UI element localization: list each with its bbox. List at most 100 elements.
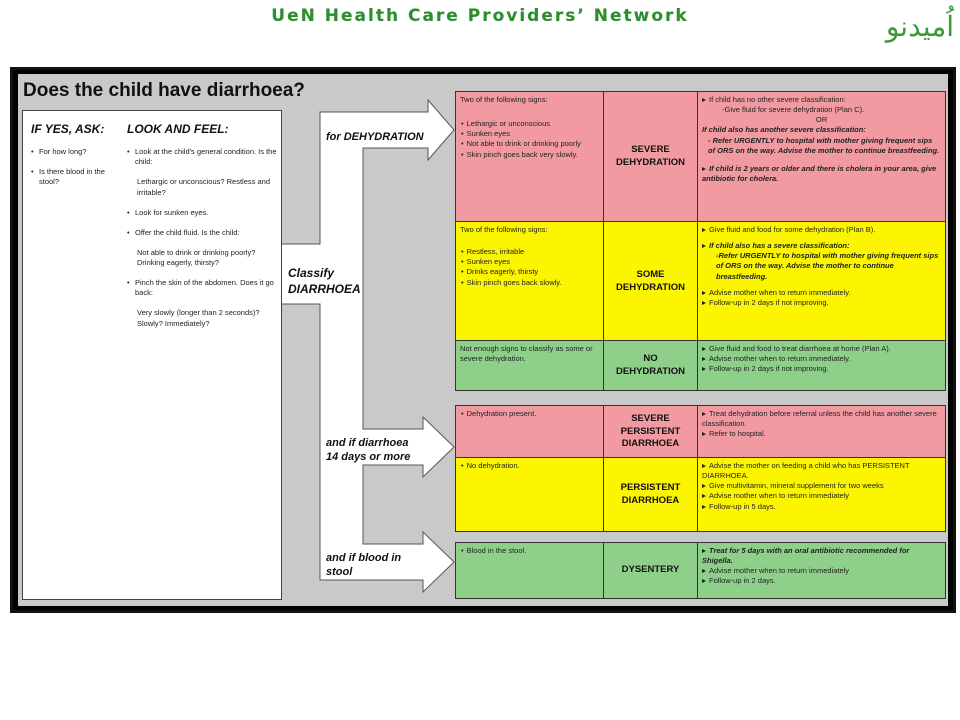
look-item-text: Offer the child fluid. Is the child: — [135, 227, 240, 237]
bullet-arrow-icon — [702, 484, 706, 489]
treatment-text: Give fluid and food for some dehydration… — [709, 225, 876, 234]
sign-item: Restless, irritable — [467, 247, 599, 257]
treatment-text: Give multivitamin, mineral supplement fo… — [709, 481, 884, 491]
treatment-text: Advise mother when to return immediately — [709, 491, 850, 501]
classify-spine — [279, 98, 455, 594]
look-sub: Lethargic or unconscious? Restless and i… — [137, 177, 270, 197]
bullet-arrow-icon — [702, 579, 706, 584]
row-severe-persistent-diarrhoea: Dehydration present. SEVERE PERSISTENT D… — [455, 405, 946, 459]
look-item-text: Look at the child's general condition. I… — [135, 147, 277, 167]
treatment-text: Follow-up in 2 days. — [709, 576, 776, 586]
treatment-cell: Treat for 5 days with an oral antibiotic… — [698, 543, 945, 598]
treatment-cell: Advise the mother on feeding a child who… — [698, 458, 945, 531]
classification-cell: PERSISTENT DIARRHOEA — [604, 458, 698, 531]
classification-cell: SOME DEHYDRATION — [604, 222, 698, 341]
classification-cell: SEVERE PERSISTENT DIARRHOEA — [604, 406, 698, 458]
signs-cell: Two of the following signs: Restless, ir… — [456, 222, 604, 341]
sign-item: No dehydration. — [467, 461, 599, 471]
look-item: Look at the child's general condition. I… — [127, 147, 277, 167]
look-item: Look for sunken eyes. — [127, 207, 277, 218]
signs-cell: Not enough signs to classify as some or … — [456, 341, 604, 390]
bullet-arrow-icon — [702, 569, 706, 574]
ask-column: IF YES, ASK: For how long? Is there bloo… — [31, 121, 115, 198]
bullet-arrow-icon — [702, 464, 706, 468]
treatment-text: If child also has another severe classif… — [702, 125, 866, 135]
treatment-text: Treat for 5 days with an oral antibiotic… — [702, 546, 910, 566]
row-severe-dehydration: Two of the following signs: Lethargic or… — [455, 91, 946, 223]
chart-panel: Does the child have diarrhoea? for DEHYD… — [18, 74, 948, 606]
bullet-arrow-icon — [702, 494, 706, 499]
look-item: Offer the child fluid. Is the child: — [127, 227, 277, 238]
flow-arrows — [279, 98, 455, 594]
bullet-arrow-icon — [702, 98, 706, 102]
look-sub: Very slowly (longer than 2 seconds)? Slo… — [137, 308, 260, 328]
bullet-arrow-icon — [702, 357, 706, 362]
treatment-text: Give fluid and food to treat diarrhoea a… — [709, 344, 891, 353]
look-item-text: Pinch the skin of the abdomen. Does it g… — [135, 278, 274, 298]
treatment-text: If child is 2 years or older and there i… — [702, 163, 937, 183]
sign-item: Drinks eagerly, thirsty — [467, 267, 599, 277]
sign-item: Not able to drink or drinking poorly — [467, 139, 599, 149]
ask-item: Is there blood in the stool? — [31, 167, 115, 187]
treatment-cell: If child has no other severe classificat… — [698, 92, 945, 222]
ask-heading: IF YES, ASK: — [31, 122, 105, 136]
treatment-text: Advise mother when to return immediately… — [709, 354, 851, 364]
label-for-dehydration: for DEHYDRATION — [326, 131, 424, 143]
classification-cell: DYSENTERY — [604, 543, 698, 598]
bullet-arrow-icon — [702, 549, 706, 553]
chart-title: Does the child have diarrhoea? — [23, 80, 305, 101]
look-item-text: Look for sunken eyes. — [135, 207, 209, 217]
treatment-text: If child has no other severe classificat… — [709, 95, 846, 104]
treatment-text: Refer to hospital. — [709, 429, 766, 439]
treatment-text: If child also has a severe classificatio… — [709, 241, 850, 251]
ask-look-box: IF YES, ASK: For how long? Is there bloo… — [22, 110, 282, 600]
treatment-text: -Give fluid for severe dehydration (Plan… — [722, 105, 865, 115]
bullet-arrow-icon — [702, 432, 706, 437]
treatment-text: OR — [815, 115, 828, 125]
label-blood-in-stool: and if blood in stool — [326, 552, 402, 579]
treatment-text: Follow-up in 2 days if not improving. — [709, 297, 829, 307]
row-no-dehydration: Not enough signs to classify as some or … — [455, 340, 946, 391]
treatment-cell: Give fluid and food to treat diarrhoea a… — [698, 341, 945, 390]
row-some-dehydration: Two of the following signs: Restless, ir… — [455, 221, 946, 342]
bullet-arrow-icon — [702, 290, 706, 295]
bullet-arrow-icon — [702, 504, 706, 509]
bullet-arrow-icon — [702, 412, 706, 416]
treatment-text: - Refer URGENTLY to hospital with mother… — [708, 135, 940, 155]
sign-item: Sunken eyes — [467, 257, 599, 267]
label-classify-diarrhoea: Classify DIARRHOEA — [288, 266, 361, 296]
treatment-text: Follow-up in 5 days. — [709, 501, 776, 511]
classification-cell: SEVERE DEHYDRATION — [604, 92, 698, 222]
bullet-arrow-icon — [702, 367, 706, 372]
treatment-cell: Treat dehydration before referral unless… — [698, 406, 945, 458]
sign-item: Lethargic or unconscious — [467, 119, 599, 129]
label-diarrhoea-14-days: and if diarrhoea 14 days or more — [326, 437, 411, 464]
signs-intro: Two of the following signs: — [460, 95, 548, 104]
bullet-arrow-icon — [702, 347, 706, 351]
bullet-arrow-icon — [702, 300, 706, 305]
ask-item: For how long? — [31, 147, 115, 157]
look-item: Pinch the skin of the abdomen. Does it g… — [127, 278, 277, 298]
sign-item: Sunken eyes — [467, 129, 599, 139]
sign-item: Skin pinch goes back very slowly. — [467, 150, 599, 160]
treatment-text: Advise the mother on feeding a child who… — [702, 461, 910, 481]
classification-cell: NO DEHYDRATION — [604, 341, 698, 390]
signs-cell: Two of the following signs: Lethargic or… — [456, 92, 604, 222]
signs-cell: Blood in the stool. — [456, 543, 604, 598]
treatment-cell: Give fluid and food for some dehydration… — [698, 222, 945, 341]
look-column: LOOK AND FEEL: Look at the child's gener… — [127, 121, 277, 339]
sign-item: Blood in the stool. — [467, 546, 599, 556]
row-persistent-diarrhoea: No dehydration. PERSISTENT DIARRHOEA Adv… — [455, 457, 946, 532]
look-heading: LOOK AND FEEL: — [127, 122, 229, 136]
bullet-arrow-icon — [702, 244, 706, 249]
signs-cell: No dehydration. — [456, 458, 604, 531]
treatment-text: Advise mother when to return immediately… — [709, 287, 851, 297]
sign-item: Skin pinch goes back slowly. — [467, 278, 599, 288]
look-sub: Not able to drink or drinking poorly? Dr… — [137, 247, 256, 268]
diarrhoea-chart-frame: Does the child have diarrhoea? for DEHYD… — [10, 67, 956, 613]
bullet-arrow-icon — [702, 166, 706, 171]
treatment-text: Treat dehydration before referral unless… — [702, 409, 937, 429]
sign-item: Dehydration present. — [467, 409, 599, 419]
signs-intro: Two of the following signs: — [460, 225, 548, 234]
row-dysentery: Blood in the stool. DYSENTERY Treat for … — [455, 542, 946, 599]
